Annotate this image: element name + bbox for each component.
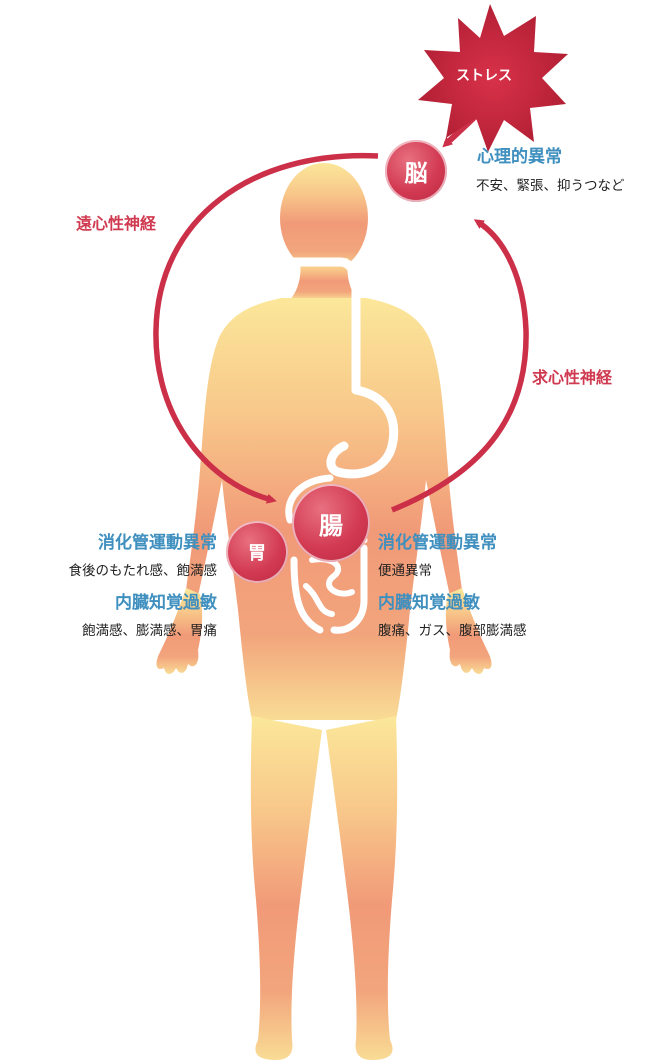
brain-circle-label: 脳 xyxy=(405,154,428,188)
stomach-hypersensitivity-detail: 飽満感、膨満感、胃痛 xyxy=(82,625,217,639)
brain-detail: 不安、緊張、抑うつなど xyxy=(476,180,625,194)
stomach-hypersensitivity-heading: 内臓知覚過敏 xyxy=(115,595,217,612)
intestine-hypersensitivity-detail: 腹痛、ガス、腹部膨満感 xyxy=(378,625,527,639)
afferent-nerve-label: 求心性神経 xyxy=(532,370,612,386)
intestine-circle: 腸 xyxy=(292,484,370,562)
intestine-motility-heading: 消化管運動異常 xyxy=(378,535,497,552)
stress-label: ストレス xyxy=(456,69,512,83)
stomach-motility-heading: 消化管運動異常 xyxy=(98,535,217,552)
efferent-nerve-label: 遠心性神経 xyxy=(76,216,156,232)
brain-heading: 心理的異常 xyxy=(477,149,562,166)
stomach-circle-label: 胃 xyxy=(248,539,266,565)
brain-circle: 脳 xyxy=(385,140,447,202)
intestine-hypersensitivity-heading: 内臓知覚過敏 xyxy=(378,595,480,612)
intestine-circle-label: 腸 xyxy=(319,506,343,541)
stomach-circle: 胃 xyxy=(226,521,288,583)
intestine-motility-detail: 便通異常 xyxy=(378,565,432,579)
stomach-motility-detail: 食後のもたれ感、飽満感 xyxy=(69,565,218,579)
